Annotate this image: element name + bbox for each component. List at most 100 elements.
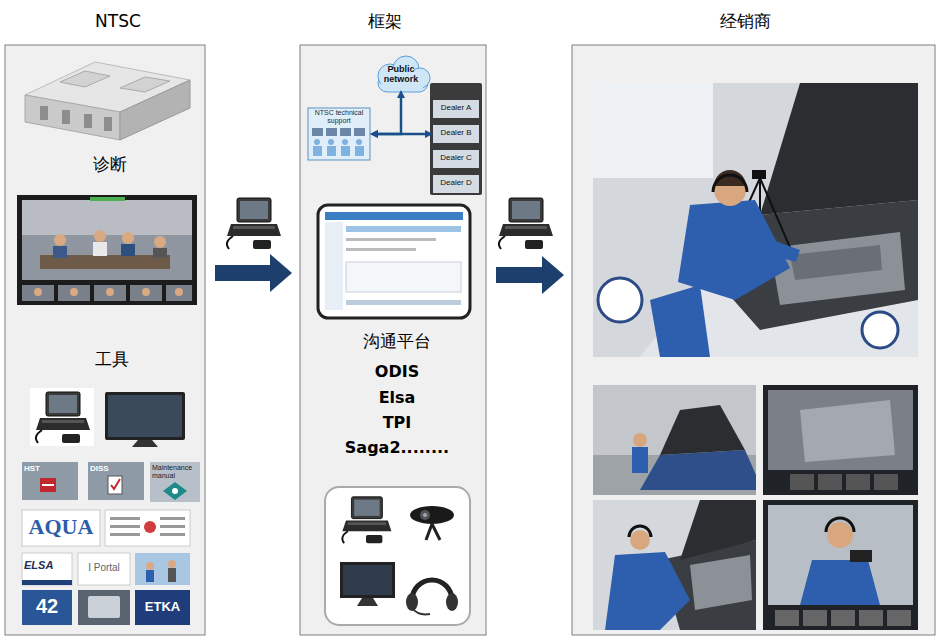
dealer-photo-small-part [680,500,756,560]
dealer-photo-small-part [790,474,814,490]
dealer-photo-small [593,385,918,630]
dealer-photo-small-part [633,433,647,447]
flow-arrow [215,254,292,292]
dealer-photo-main-part [593,83,918,357]
tool-icons-part [132,440,158,447]
tile-label: Maintenance manual [150,462,200,480]
tool-tile: DISS [88,462,144,500]
dealer-box: Dealer B [433,125,479,143]
dealer-photo-small-part [846,474,870,490]
tool-tiles-part [110,525,140,528]
dealer-photo-small-part [850,550,872,562]
dealer-photo-small-part [859,610,883,626]
device-box-part [325,487,470,625]
tool-tiles-part [22,553,72,585]
dealer-photo-small-part [887,610,911,626]
network-picture-part [433,125,479,143]
dealer-photo-small-part [800,400,895,462]
tile-label: Dealer C [433,150,479,162]
tool-icons-part [36,392,90,443]
tool-tiles-part [88,596,120,618]
panels-part [300,45,486,635]
network-picture-part [355,146,364,156]
support-box: NTSC technical support [308,108,370,160]
dealer-photo-small-part [831,610,855,626]
network-picture-part [326,128,337,136]
device-box-part [426,524,440,540]
dealer-photo-main-part [650,285,710,357]
video-conference-picture-part [54,234,66,246]
building-picture-part [40,106,48,120]
tool-tiles-part [42,484,54,486]
tool-tiles-part [22,580,72,585]
tool-tiles-part [160,525,185,528]
panels [5,45,935,635]
dealer-photo-small-part [827,522,853,548]
network-picture-part [314,139,320,145]
device-box [325,487,470,625]
network-picture-part [342,139,348,145]
network-cloud: Public network [374,64,428,90]
building-picture-part [60,71,110,87]
network-picture-part [433,175,479,193]
video-conference-picture-part [94,285,126,301]
network-picture-part [433,150,479,168]
tile-label: NTSC technical support [308,108,370,125]
dealer-photo-small-part [800,560,880,605]
video-conference-picture-part [166,285,192,301]
network-picture-part [340,128,351,136]
device-box-part [423,513,427,517]
arrow-line [496,267,542,283]
tool-tiles-part [163,482,187,500]
dealer-photo-main-part [862,312,898,348]
software-screenshot-part [325,222,343,310]
device-box-part [446,593,458,611]
tool-tile: 42 [22,590,72,625]
video-conference-picture-part [154,236,166,248]
device-box-part [343,565,392,595]
device-box-part [420,510,430,520]
video-conference-picture-part [153,248,167,258]
platform-name: ODIS [322,362,472,382]
section-label: 沟通平台 [337,330,457,352]
dealer-photo-main-part [790,245,882,280]
network-picture-part [433,100,479,118]
tile-label: Dealer D [433,175,479,187]
tool-tile: I Portal [78,553,130,585]
laptop-icons [220,193,558,253]
laptop-icons-part [227,198,281,249]
tool-tiles-part [111,479,120,489]
network-picture-part [313,146,322,156]
tile-label: 42 [22,590,72,618]
network-picture-part [430,83,482,195]
tool-tiles-part [135,590,190,625]
section-label: 工具 [52,348,172,370]
dealer-photo-small-part [690,555,752,610]
tool-tiles-part [78,590,130,625]
dealer-box: Dealer D [433,175,479,193]
tool-tiles-part [150,462,200,502]
flow-arrow [496,256,564,294]
network-picture-part [354,128,365,136]
tool-tiles-part [172,488,178,494]
tool-icons-part [105,392,185,440]
tool-tiles-part [22,510,100,546]
tool-tiles-part [88,462,144,500]
tile-label: Public network [374,64,428,84]
software-screenshot-part [346,248,416,251]
tool-tiles-part [22,590,72,625]
dealer-photo-small-part [775,610,799,626]
dealer-photo-small-part [605,552,690,630]
dealer-photo-small-part [763,500,918,630]
platform-name: Elsa [322,388,472,408]
dealer-photo-main-part [770,232,905,305]
tool-tiles-part [110,533,140,536]
dealer-photo-small-part [593,500,756,630]
dealer-photo-main-part [713,175,747,192]
tool-tiles-part [168,560,176,568]
arrow-line [215,265,270,281]
software-screenshot-part [346,300,461,305]
